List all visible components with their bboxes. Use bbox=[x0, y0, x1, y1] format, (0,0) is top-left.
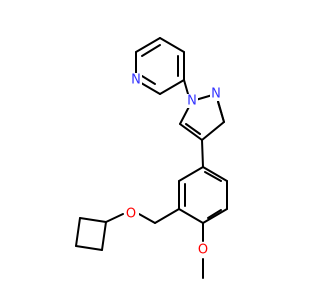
pyridine-ring bbox=[135, 37, 185, 95]
cyclobutyl-ring bbox=[75, 217, 107, 251]
atom-label-pyridine-n: N bbox=[130, 73, 142, 88]
benzene-ring bbox=[178, 166, 228, 224]
atom-label-methoxy-o: O bbox=[196, 243, 210, 258]
molecule-structure: N N N O O bbox=[75, 37, 228, 279]
svg-text:N: N bbox=[131, 73, 141, 88]
svg-text:O: O bbox=[198, 243, 208, 258]
atom-label-ether-o: O bbox=[125, 207, 139, 222]
svg-text:N: N bbox=[211, 87, 221, 102]
atom-label-pyrazole-n1: N bbox=[186, 94, 198, 109]
svg-text:O: O bbox=[126, 207, 136, 222]
svg-text:N: N bbox=[187, 94, 197, 109]
benzyl-ether-chain bbox=[105, 208, 180, 224]
pyrazole-benzene-bond bbox=[201, 139, 204, 168]
atom-label-pyrazole-n2: N bbox=[210, 87, 222, 102]
